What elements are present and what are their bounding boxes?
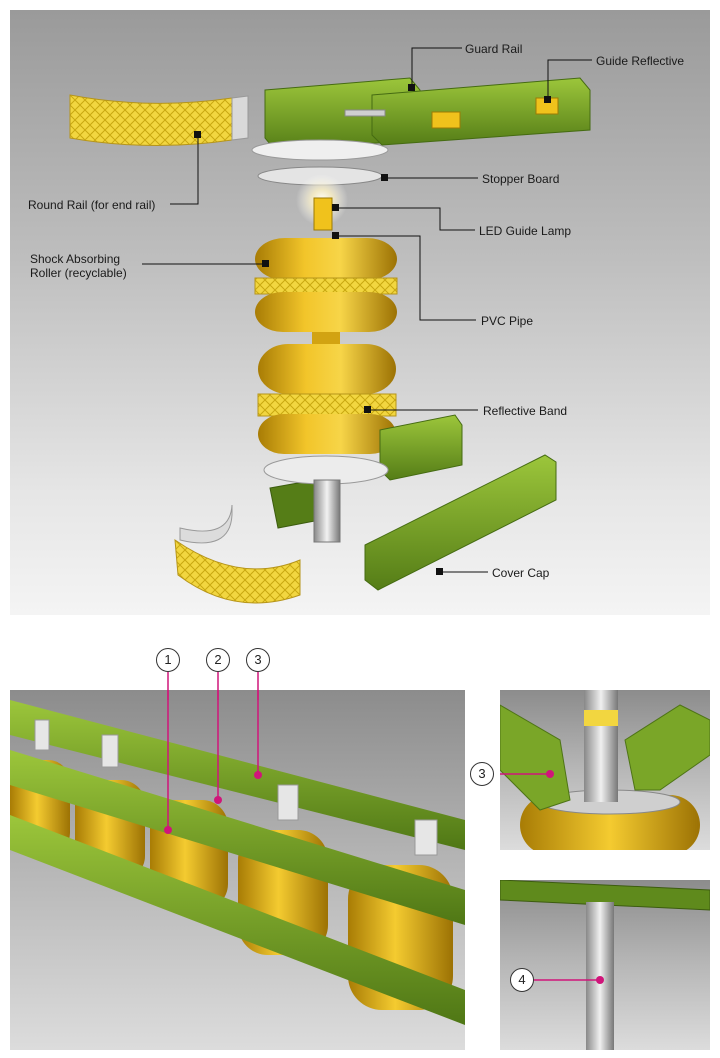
pvc-pipe [313,479,341,543]
exploded-diagram [69,47,592,604]
label-shock-roller-2: Roller (recyclable) [30,266,127,280]
detail-pipe-illustration [500,880,710,1050]
label-pvc-pipe: PVC Pipe [481,314,534,328]
leader-markers [194,84,551,575]
detail-photo-rail-cap [500,690,710,850]
label-reflective-band: Reflective Band [483,404,568,418]
detail-rail-cap-illustration [500,690,710,850]
callout-1: 1 [156,648,180,672]
callout-3: 3 [246,648,270,672]
led-lamp-body [313,197,333,231]
label-guide-reflective: Guide Reflective [596,54,685,68]
label-shock-roller-1: Shock Absorbing [30,252,121,266]
detail-photo-pipe [500,880,710,1050]
upper-roller [254,238,398,332]
lower-roller [257,344,397,454]
callout-3-detail: 3 [470,762,494,786]
round-rail-top [69,94,249,147]
guard-rail-top [264,77,591,151]
guard-rail-bottom [269,414,557,591]
label-round-rail: Round Rail (for end rail) [28,198,156,212]
label-stopper-board: Stopper Board [482,172,560,186]
label-cover-cap: Cover Cap [492,566,550,580]
leader-lines [142,47,592,573]
callout-2: 2 [206,648,230,672]
round-rail-bottom [174,504,301,604]
installation-illustration [10,690,465,1025]
label-led-guide-lamp: LED Guide Lamp [479,224,572,238]
callout-leaders-top [167,672,259,700]
label-guard-rail: Guard Rail [465,42,523,56]
installation-photo [10,690,465,1050]
callout-4: 4 [510,968,534,992]
